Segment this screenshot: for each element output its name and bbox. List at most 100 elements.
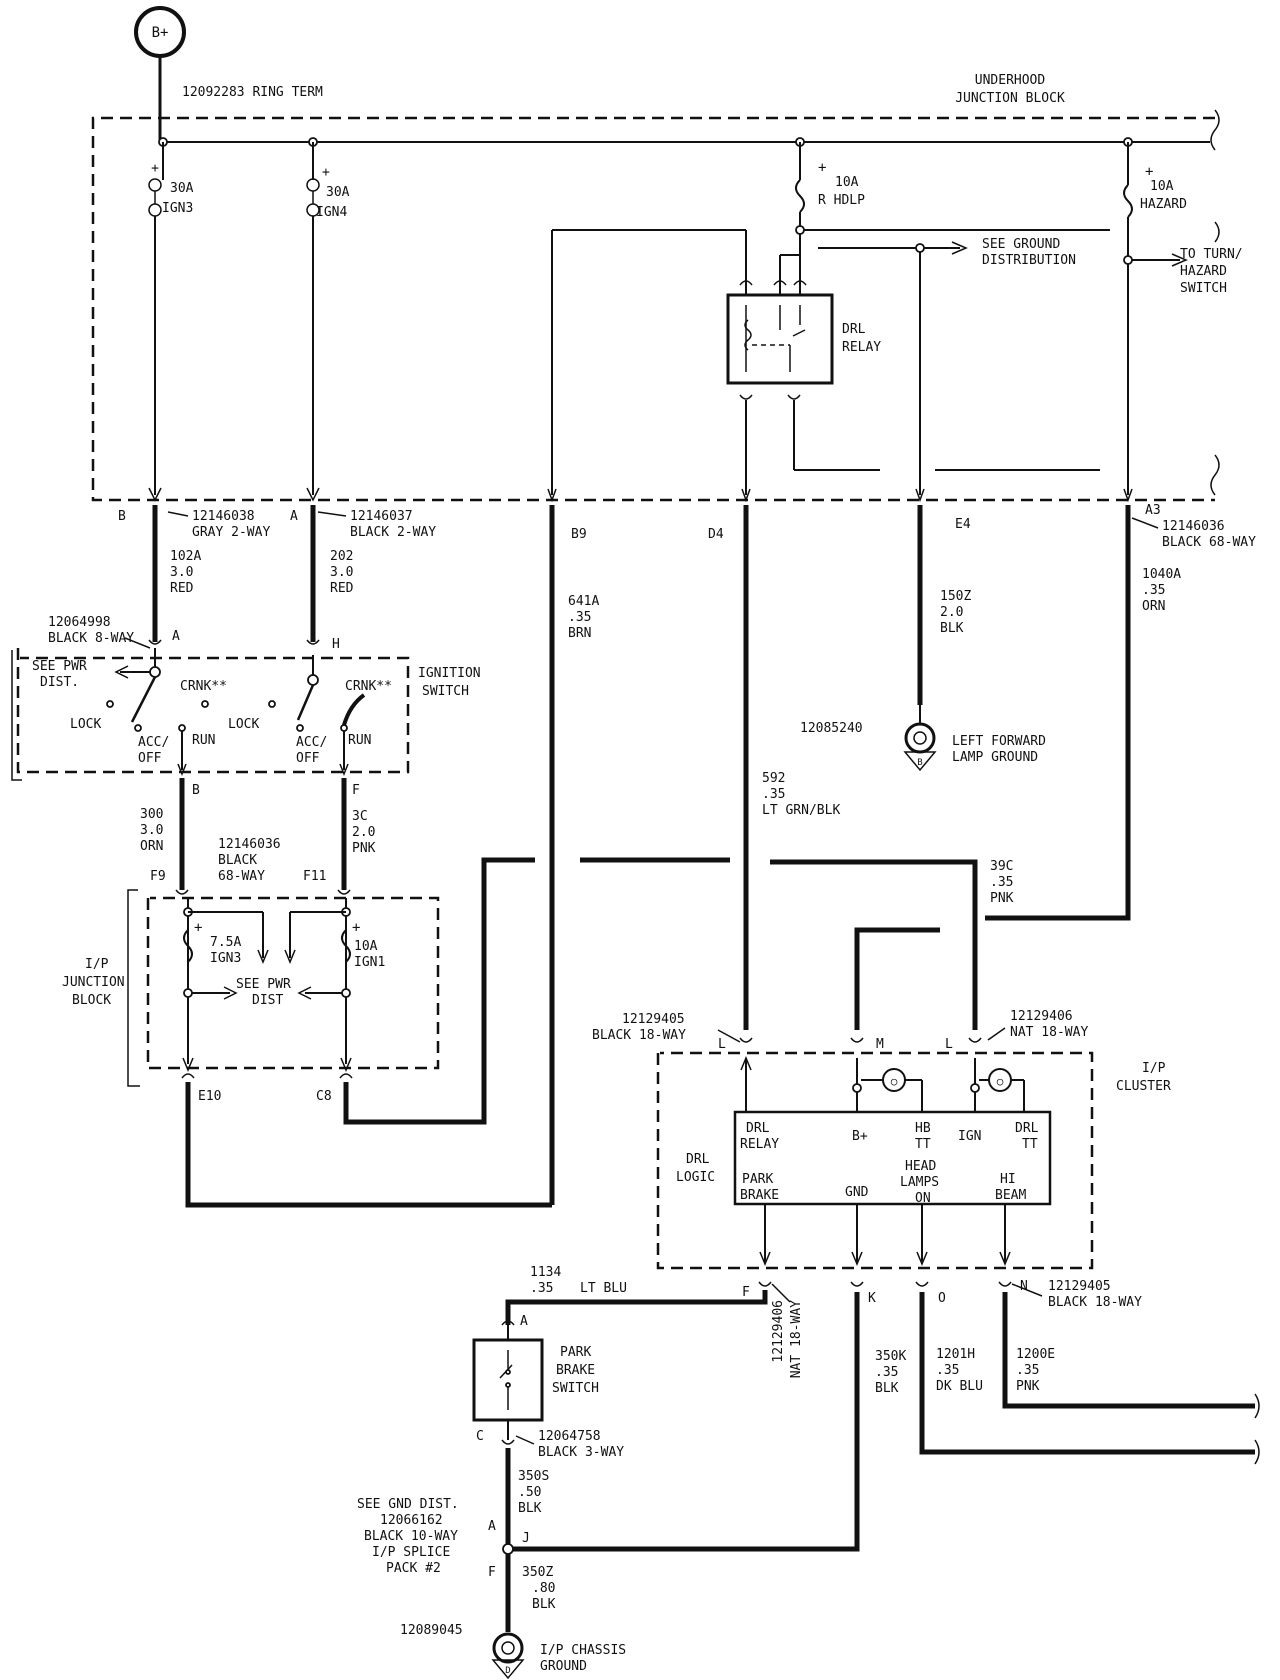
wire-cluster-m (854, 927, 940, 1030)
cl-bplus: B+ (852, 1129, 868, 1144)
wire-1134: 1134 .35 LT BLU (505, 1265, 768, 1325)
wire-350S: 350S .50 BLK (505, 1448, 549, 1549)
fuse-hazard: + 10A HAZARD TO TURN/ HAZARD SWITCH (1123, 142, 1243, 503)
fuse-ign4: + 30A IGN4 (306, 142, 350, 502)
svg-text:592: 592 (762, 771, 785, 786)
svg-text:350S: 350S (518, 1469, 549, 1484)
ip-splice-pack: SEE GND DIST. 12066162 BLACK 10-WAY I/P … (357, 1497, 530, 1580)
svg-text:3.0: 3.0 (140, 823, 163, 838)
conn-c3-part: 12146036 (1162, 519, 1225, 534)
ip-pin-c8: C8 (316, 1089, 332, 1104)
cl-hi-2: BEAM (995, 1188, 1026, 1203)
svg-text:150Z: 150Z (940, 589, 971, 604)
ip-cluster: 12129405 BLACK 18-WAY L M L 12129406 NAT… (592, 1009, 1171, 1378)
ign-see-pwr-2: DIST. (40, 675, 79, 690)
pb-title-1: PARK (560, 1345, 591, 1360)
svg-text:39C: 39C (990, 859, 1013, 874)
cl-vert-label: 12129406 (771, 1300, 786, 1363)
ign-pin-h: H (332, 637, 340, 652)
svg-text:102A: 102A (170, 549, 201, 564)
cl-bot-part: 12129405 (1048, 1279, 1111, 1294)
pb-title-3: SWITCH (552, 1381, 599, 1396)
underhood-junction-block: UNDERHOOD JUNCTION BLOCK + 30A IGN3 + 30… (91, 73, 1243, 503)
svg-text:.35: .35 (762, 787, 785, 802)
cl-title-1: I/P (1142, 1061, 1166, 1076)
ign-acc-1: ACC/ (138, 735, 169, 750)
ign-conn-desc: BLACK 8-WAY (48, 631, 134, 646)
svg-text:PNK: PNK (990, 891, 1014, 906)
ring-term-label: 12092283 RING TERM (182, 85, 323, 100)
cl-park-1: PARK (742, 1172, 773, 1187)
svg-text:1200E: 1200E (1016, 1347, 1055, 1362)
cl-bot-pin-f: F (742, 1285, 750, 1300)
ign-off-1: OFF (138, 751, 162, 766)
cl-ign: IGN (958, 1129, 981, 1144)
svg-text:+: + (1145, 164, 1153, 180)
drl-relay-label-2: RELAY (842, 340, 881, 355)
wire-1040A: 1040A .35 ORN (985, 505, 1181, 921)
underhood-title-2: JUNCTION BLOCK (955, 91, 1065, 106)
underhood-connectors: B 12146038 GRAY 2-WAY A 12146037 BLACK 2… (118, 503, 1256, 550)
drl-relay-label-1: DRL (842, 322, 866, 337)
cl-bot-desc: BLACK 18-WAY (1048, 1295, 1142, 1310)
ground-dist-1: SEE GROUND (982, 237, 1060, 252)
svg-text:BLK: BLK (940, 621, 964, 636)
cl-hb-1: HB (915, 1121, 931, 1136)
chassis-ground-label-1: I/P CHASSIS (540, 1643, 626, 1658)
pb-title-2: BRAKE (556, 1363, 595, 1378)
svg-text:2.0: 2.0 (352, 825, 375, 840)
svg-text:.35: .35 (990, 875, 1013, 890)
wire-1200E: 1200E .35 PNK (1002, 1292, 1260, 1419)
drl-relay: DRL RELAY (547, 229, 1100, 503)
splice-l5: PACK #2 (386, 1561, 441, 1576)
ign-run-2: RUN (348, 733, 371, 748)
svg-text:350K: 350K (875, 1349, 906, 1364)
cl-vert-desc: NAT 18-WAY (789, 1300, 804, 1378)
cl-drl-relay-1: DRL (746, 1121, 770, 1136)
svg-text:BRN: BRN (568, 626, 591, 641)
ign-title-1: IGNITION (418, 666, 481, 681)
ip-conn-part: 12146036 (218, 837, 281, 852)
cl-drl-tt-2: TT (1022, 1137, 1038, 1152)
battery-terminal: B+ 12092283 RING TERM (134, 6, 323, 140)
ip-junction-block: 12146036 BLACK 68-WAY F9 F11 I/P JUNCTIO… (62, 837, 440, 1104)
conn-c2-pin: A (290, 509, 298, 524)
ip-fuse1-amps: 7.5A (210, 935, 241, 950)
conn-c2-part: 12146037 (350, 509, 413, 524)
ign-run-1: RUN (192, 733, 215, 748)
ip-title-2: JUNCTION (62, 975, 125, 990)
ip-fuse2-name: IGN1 (354, 955, 385, 970)
svg-text:+: + (322, 165, 330, 180)
turn-hazard-1: TO TURN/ (1180, 247, 1243, 262)
left-ground-part: 12085240 (800, 721, 863, 736)
fuse-r-hdlp: + 10A R HDLP (795, 142, 1220, 285)
cl-head-2: LAMPS (900, 1175, 939, 1190)
svg-text:.35: .35 (1142, 583, 1165, 598)
svg-text:.35: .35 (530, 1281, 553, 1296)
ground-dist-2: DISTRIBUTION (982, 253, 1076, 268)
svg-text:2.0: 2.0 (940, 605, 963, 620)
svg-text:.35: .35 (1016, 1363, 1039, 1378)
svg-text:.80: .80 (532, 1581, 555, 1596)
ign-pin-a: A (172, 629, 180, 644)
ip-title-1: I/P (85, 957, 109, 972)
cl-hb-2: TT (915, 1137, 931, 1152)
wire-c8-run (343, 857, 730, 1125)
conn-c3-pin-e4: E4 (955, 517, 971, 532)
left-forward-lamp-ground: B 12085240 LEFT FORWARD LAMP GROUND (800, 705, 1046, 772)
cl-right-pin: L (945, 1037, 953, 1052)
ign-crnk-2: CRNK** (345, 679, 392, 694)
wire-3C: 3C 2.0 PNK (341, 778, 376, 890)
splice-pin-j: J (522, 1531, 530, 1546)
svg-text:D: D (505, 1666, 510, 1676)
cl-bot-pin-n: N (1020, 1279, 1028, 1294)
turn-hazard-3: SWITCH (1180, 281, 1227, 296)
cl-logic-1: DRL (686, 1152, 710, 1167)
conn-c3-pin-a3: A3 (1145, 503, 1161, 518)
wire-300: 300 3.0 ORN (140, 778, 185, 890)
ip-title-3: BLOCK (72, 993, 111, 1008)
ign-acc-2: ACC/ (296, 735, 327, 750)
conn-c2-desc: BLACK 2-WAY (350, 525, 436, 540)
pb-pin-a: A (520, 1314, 528, 1329)
svg-text:.35: .35 (936, 1363, 959, 1378)
